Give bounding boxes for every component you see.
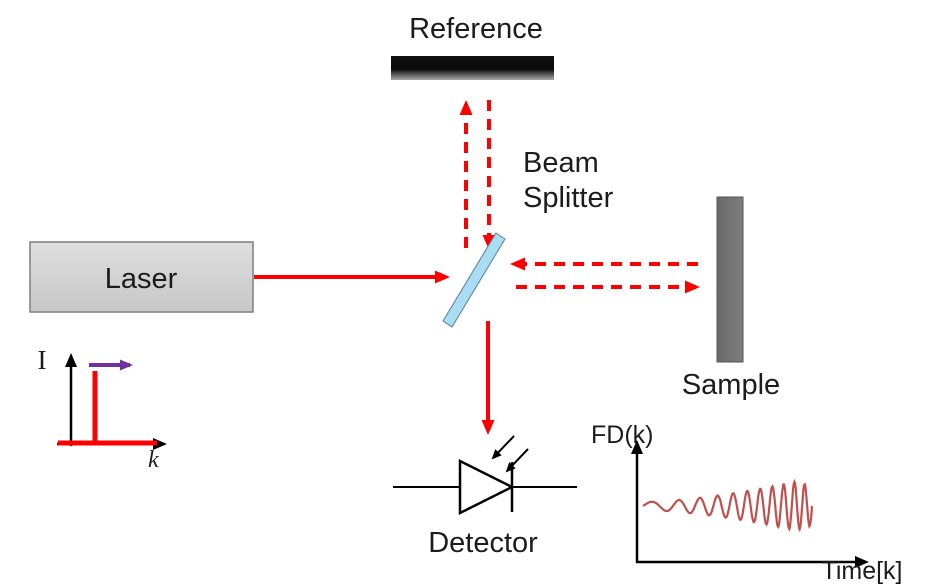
spectrum-ylabel: I — [38, 345, 47, 375]
sample-label: Sample — [682, 369, 780, 401]
laser-label: Laser — [105, 263, 178, 295]
laser-spectrum-plot: I k — [38, 345, 167, 473]
reference-label: Reference — [409, 13, 543, 45]
signal-ylabel: FD(k) — [591, 421, 653, 449]
detector-light-arrow-1 — [491, 435, 515, 460]
detector-light-arrow-2 — [505, 448, 529, 473]
spectrum-xlabel: k — [148, 447, 159, 473]
reference-mirror — [391, 56, 554, 80]
laser-box — [29, 241, 254, 313]
detector-label: Detector — [428, 527, 538, 559]
sample-bar — [716, 196, 744, 363]
beam-splitter-label-line1: Beam — [523, 147, 599, 179]
detector-diode-triangle — [458, 458, 515, 516]
beam-splitter-label-line2: Splitter — [523, 182, 614, 214]
signal-wave — [642, 478, 814, 533]
beam-splitter — [442, 232, 506, 328]
detector-symbol — [393, 435, 577, 516]
signal-xlabel: Time[k] — [821, 557, 902, 585]
detector-signal-plot: FD(k) Time[k] — [591, 421, 903, 585]
